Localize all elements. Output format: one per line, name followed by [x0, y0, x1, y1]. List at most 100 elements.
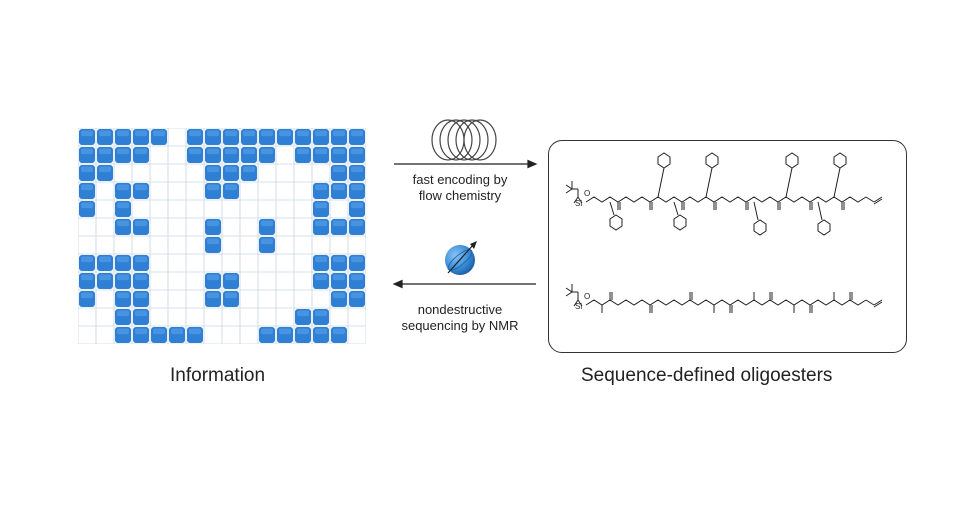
grid-cell-highlight: [117, 256, 129, 263]
grid-cell-highlight: [135, 148, 147, 155]
grid-cell-highlight: [261, 238, 273, 245]
grid-cell-highlight: [81, 202, 93, 209]
grid-cell-highlight: [135, 130, 147, 137]
information-caption: Information: [170, 365, 266, 386]
grid-cell-highlight: [333, 130, 345, 137]
encoding-label-line2: flow chemistry: [418, 188, 502, 203]
grid-cell-highlight: [81, 148, 93, 155]
grid-cell-highlight: [99, 148, 111, 155]
grid-cell-highlight: [333, 220, 345, 227]
grid-cell-highlight: [207, 238, 219, 245]
grid-cell-highlight: [297, 148, 309, 155]
grid-cell-highlight: [135, 256, 147, 263]
grid-cell-highlight: [225, 274, 237, 281]
sequencing-label: nondestructive sequencing by NMR: [380, 302, 540, 334]
grid-cell-highlight: [333, 256, 345, 263]
grid-cell-highlight: [351, 148, 363, 155]
encoding-label: fast encoding by flow chemistry: [380, 172, 540, 204]
grid-cell-highlight: [315, 184, 327, 191]
grid-cell-highlight: [135, 310, 147, 317]
grid-cell-highlight: [315, 220, 327, 227]
oligoester-box: [548, 140, 907, 353]
grid-cell-highlight: [297, 328, 309, 335]
grid-cell-highlight: [117, 274, 129, 281]
grid-cell-highlight: [99, 130, 111, 137]
grid-cell-highlight: [315, 130, 327, 137]
grid-cell-highlight: [99, 256, 111, 263]
grid-cell-highlight: [135, 274, 147, 281]
grid-cell-highlight: [333, 328, 345, 335]
grid-cell-highlight: [261, 148, 273, 155]
grid-cell-highlight: [189, 148, 201, 155]
aromatic-oligoester: [565, 152, 883, 236]
grid-cell-highlight: [261, 220, 273, 227]
grid-cell-highlight: [189, 328, 201, 335]
o-atom-2: O: [584, 292, 590, 301]
grid-cell-highlight: [81, 274, 93, 281]
aliphatic-oligoester: [565, 284, 883, 313]
grid-cell-highlight: [243, 148, 255, 155]
grid-cell-highlight: [351, 166, 363, 173]
grid-cell-highlight: [297, 130, 309, 137]
grid-cell-highlight: [333, 166, 345, 173]
grid-cell-highlight: [261, 328, 273, 335]
grid-cell-highlight: [315, 148, 327, 155]
oligoesters-caption: Sequence-defined oligoesters: [581, 365, 833, 386]
grid-cell-highlight: [351, 184, 363, 191]
grid-cell-highlight: [81, 292, 93, 299]
grid-cell-highlight: [117, 328, 129, 335]
grid-cell-highlight: [351, 256, 363, 263]
sequencing-arrow: [392, 279, 536, 289]
grid-cell-highlight: [117, 220, 129, 227]
grid-cell-highlight: [81, 256, 93, 263]
grid-cell-highlight: [207, 292, 219, 299]
grid-cell-highlight: [225, 166, 237, 173]
aliphatic-oligoester-atoms: Si O: [575, 292, 590, 311]
grid-cell-highlight: [351, 220, 363, 227]
grid-cell-highlight: [117, 148, 129, 155]
si-atom-1: Si: [575, 199, 582, 208]
grid-cell-highlight: [333, 292, 345, 299]
grid-cell-highlight: [117, 202, 129, 209]
grid-cell-highlight: [225, 292, 237, 299]
encoding-label-line1: fast encoding by: [412, 172, 508, 187]
grid-cell-highlight: [279, 130, 291, 137]
grid-cell-highlight: [315, 274, 327, 281]
grid-cell-highlight: [315, 310, 327, 317]
grid-cell-highlight: [297, 310, 309, 317]
grid-cell-highlight: [279, 328, 291, 335]
grid-cell-highlight: [243, 130, 255, 137]
grid-cell-highlight: [189, 130, 201, 137]
grid-cell-highlight: [117, 292, 129, 299]
information-grid: [78, 128, 366, 344]
grid-cell-highlight: [333, 184, 345, 191]
grid-cell-highlight: [153, 328, 165, 335]
grid-cell-highlight: [315, 328, 327, 335]
grid-cell-highlight: [81, 166, 93, 173]
nmr-spin-icon: [445, 241, 477, 275]
oligoester-structures: Si O Si O: [565, 152, 883, 313]
grid-cell-highlight: [135, 184, 147, 191]
grid-cell-highlight: [261, 130, 273, 137]
grid-cell-highlight: [207, 148, 219, 155]
grid-cell-highlight: [333, 274, 345, 281]
grid-cell-highlight: [315, 202, 327, 209]
grid-cell-highlight: [135, 220, 147, 227]
grid-cell-highlight: [153, 130, 165, 137]
grid-cell-highlight: [207, 130, 219, 137]
si-atom-2: Si: [575, 302, 582, 311]
grid-cell-highlight: [225, 130, 237, 137]
grid-cell-highlight: [117, 184, 129, 191]
grid-cell-highlight: [81, 184, 93, 191]
grid-cell-highlight: [117, 310, 129, 317]
flow-coil-icon: [431, 119, 497, 161]
grid-cell-highlight: [351, 130, 363, 137]
grid-cell-highlight: [351, 202, 363, 209]
aromatic-oligoester-atoms: Si O: [575, 189, 590, 208]
grid-cell-highlight: [207, 184, 219, 191]
grid-cell-highlight: [333, 148, 345, 155]
grid-cell-highlight: [135, 328, 147, 335]
grid-cell-highlight: [225, 184, 237, 191]
grid-cell-highlight: [207, 220, 219, 227]
grid-cell-highlight: [171, 328, 183, 335]
